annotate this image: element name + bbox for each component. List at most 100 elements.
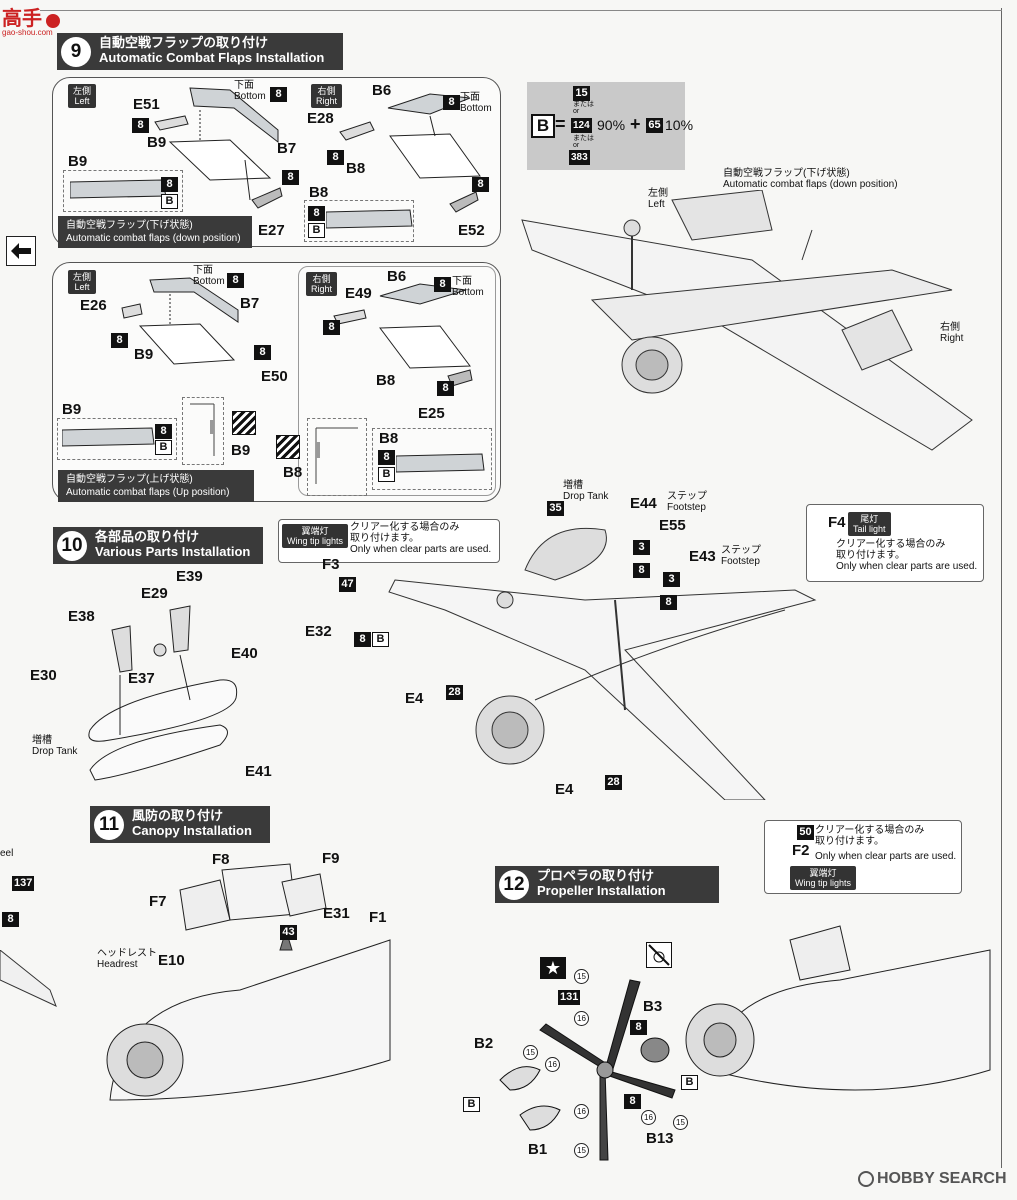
watermark-logo: 高手 gao-shou.com — [2, 2, 61, 37]
part-B9-detail: B9 — [62, 401, 82, 418]
watermark-site: gao-shou.com — [2, 28, 53, 37]
part-E44: E44 — [630, 495, 657, 512]
color-16: 16 — [545, 1057, 560, 1072]
part-B2: B2 — [474, 1035, 494, 1052]
part-E40: E40 — [231, 645, 258, 662]
part-F3: F3 — [322, 556, 340, 573]
watermark-text: 高手 — [2, 8, 42, 30]
color-8: 8 — [270, 87, 287, 102]
part-E49: E49 — [345, 285, 372, 302]
part-F9: F9 — [322, 850, 340, 867]
star-icon: ★ — [540, 957, 566, 979]
part-B9: B9 — [147, 134, 167, 151]
nose-fuselage-drawing — [685, 925, 991, 1091]
part-B9-detail: B9 — [68, 153, 88, 170]
color-43: 43 — [280, 925, 297, 940]
color-8: 8 — [282, 170, 299, 185]
part-E32: E32 — [305, 623, 332, 640]
color-8: 8 — [327, 150, 344, 165]
part-B1: B1 — [528, 1141, 548, 1158]
aircraft-underside-drawing — [521, 190, 973, 451]
caption-down: 自動空戦フラップ(下げ状態)Automatic combat flaps (do… — [58, 216, 252, 248]
color-15: 15 — [574, 969, 589, 984]
part-E39: E39 — [176, 568, 203, 585]
detail-box-b9-side — [182, 397, 224, 465]
step-10-title-en: Various Parts Installation — [95, 543, 251, 559]
part-E10: E10 — [158, 952, 185, 969]
color-28: 28 — [605, 775, 622, 790]
part-E26: E26 — [80, 297, 107, 314]
hobby-search-icon — [858, 1170, 874, 1187]
color-3: 3 — [663, 572, 680, 587]
part-F7: F7 — [149, 893, 167, 910]
paint-pattern-icon — [232, 411, 256, 435]
part-E55: E55 — [659, 517, 686, 534]
detail-box-b9 — [63, 170, 183, 212]
cropped-wing-edge — [0, 950, 57, 1007]
color-8: 8 — [630, 1020, 647, 1035]
hobby-search-logo: HOBBY SEARCH — [858, 1170, 1007, 1188]
flap-right-down-drawing — [339, 93, 481, 213]
part-E30: E30 — [30, 667, 57, 684]
step-9-number: 9 — [61, 37, 91, 67]
color-B: B — [155, 440, 172, 455]
paint-pattern-icon — [276, 435, 300, 459]
mix-90-percent: 90% — [597, 117, 626, 133]
cropped-label: eel — [0, 848, 14, 859]
part-B7: B7 — [277, 140, 297, 157]
right-inner-box — [298, 266, 496, 496]
page-frame-top — [40, 10, 1002, 11]
color-8: 8 — [132, 118, 149, 133]
clear-note-right-en: Only when clear parts are used. — [815, 851, 957, 862]
color-35: 35 — [547, 501, 564, 516]
detail-box-b9-up — [57, 418, 177, 460]
part-B9-side: B9 — [231, 442, 251, 459]
aircraft-main-drawing — [388, 527, 817, 800]
color-8: 8 — [633, 563, 650, 578]
step-11-title-en: Canopy Installation — [132, 822, 252, 838]
propeller-drawing — [499, 979, 676, 1161]
part-E4-lower: E4 — [555, 781, 574, 798]
clear-note-right: クリアー化する場合のみ取り付けます。 — [815, 825, 925, 847]
step-12-title-en: Propeller Installation — [537, 882, 666, 898]
part-E52: E52 — [458, 222, 485, 239]
clear-note-tail: クリアー化する場合のみ取り付けます。Only when clear parts … — [836, 539, 978, 572]
part-E38: E38 — [68, 608, 95, 625]
part-B13: B13 — [646, 1130, 674, 1147]
color-15: 15 — [573, 86, 590, 101]
step-9-title-en: Automatic Combat Flaps Installation — [99, 49, 325, 65]
color-8: 8 — [2, 912, 19, 927]
step-12-title-jp: プロペラの取り付け — [537, 868, 655, 883]
color-8: 8 — [660, 595, 677, 610]
part-E4-upper: E4 — [405, 690, 424, 707]
color-15: 15 — [574, 1143, 589, 1158]
detail-box-b8-up — [372, 428, 492, 490]
color-16: 16 — [641, 1110, 656, 1125]
color-8: 8 — [434, 277, 451, 292]
part-F4: F4 — [828, 514, 846, 531]
color-8: 8 — [378, 450, 395, 465]
b9-up-strip — [62, 427, 155, 447]
color-8: 8 — [624, 1094, 641, 1109]
clear-note-left: クリアー化する場合のみ取り付けます。Only when clear parts … — [350, 522, 492, 555]
step-10-title-jp: 各部品の取り付け — [95, 529, 200, 544]
part-F1: F1 — [369, 909, 387, 926]
part-B6: B6 — [372, 82, 392, 99]
part-E51: E51 — [133, 96, 160, 113]
mix-10-percent: 10% — [665, 117, 694, 133]
color-8: 8 — [472, 177, 489, 192]
color-8: 8 — [308, 206, 325, 221]
